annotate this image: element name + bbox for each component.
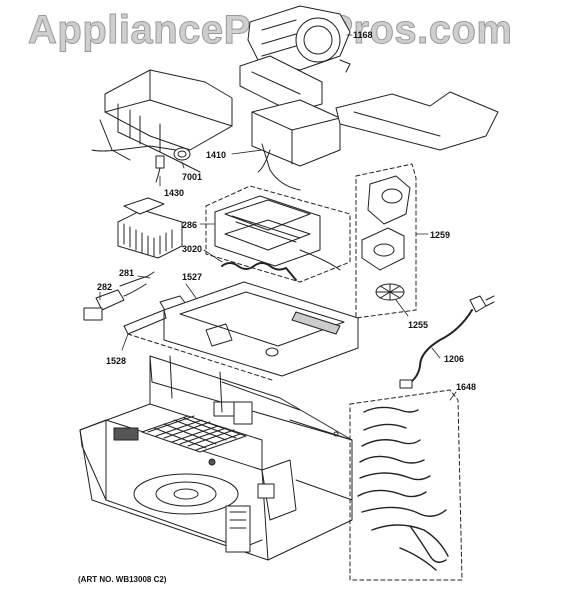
callout-1648: 1648: [456, 382, 477, 392]
oven-cavity: [79, 355, 353, 561]
callout-1528: 1528: [106, 356, 127, 366]
dashed-group-1648: [349, 389, 463, 581]
callout-1410: 1410: [206, 150, 227, 160]
callout-3020: 3020: [182, 244, 203, 254]
leader-lines: [99, 34, 457, 401]
heater-assembly: [214, 195, 341, 271]
callout-281: 281: [119, 268, 135, 278]
stirrer-fan: [375, 283, 405, 301]
callout-282: 282: [97, 282, 113, 292]
blower-duct-plate: [239, 55, 323, 113]
vent-housing: [99, 69, 233, 173]
callout-7001: 7001: [182, 172, 203, 182]
blower-assembly: [247, 5, 351, 73]
callout-286: 286: [182, 220, 198, 230]
callout-1168: 1168: [353, 30, 373, 40]
dashed-group-1259: [355, 163, 417, 319]
vent-grille: [117, 197, 183, 259]
art-number-label: (ART NO. WB13008 C2): [78, 575, 167, 584]
control-housing: [251, 99, 341, 191]
callout-1527: 1527: [182, 272, 203, 282]
callout-1206: 1206: [444, 354, 465, 364]
callout-1259: 1259: [430, 230, 451, 240]
thermal-fuse-parts: [91, 145, 191, 183]
dashed-rail-line: [127, 333, 273, 381]
heating-element-wire: [221, 262, 297, 281]
wire-harness-set: [357, 406, 449, 571]
callout-1430: 1430: [164, 188, 185, 198]
dashed-group-286: [205, 185, 351, 283]
rail-1528: [123, 309, 167, 335]
stirrer-motor: [361, 175, 411, 271]
chassis-top-plate: [163, 281, 359, 377]
interlock-switch-parts: [83, 271, 155, 321]
power-cord: [399, 295, 495, 389]
callout-1255: 1255: [408, 320, 429, 330]
top-cover-plate: [335, 91, 499, 151]
